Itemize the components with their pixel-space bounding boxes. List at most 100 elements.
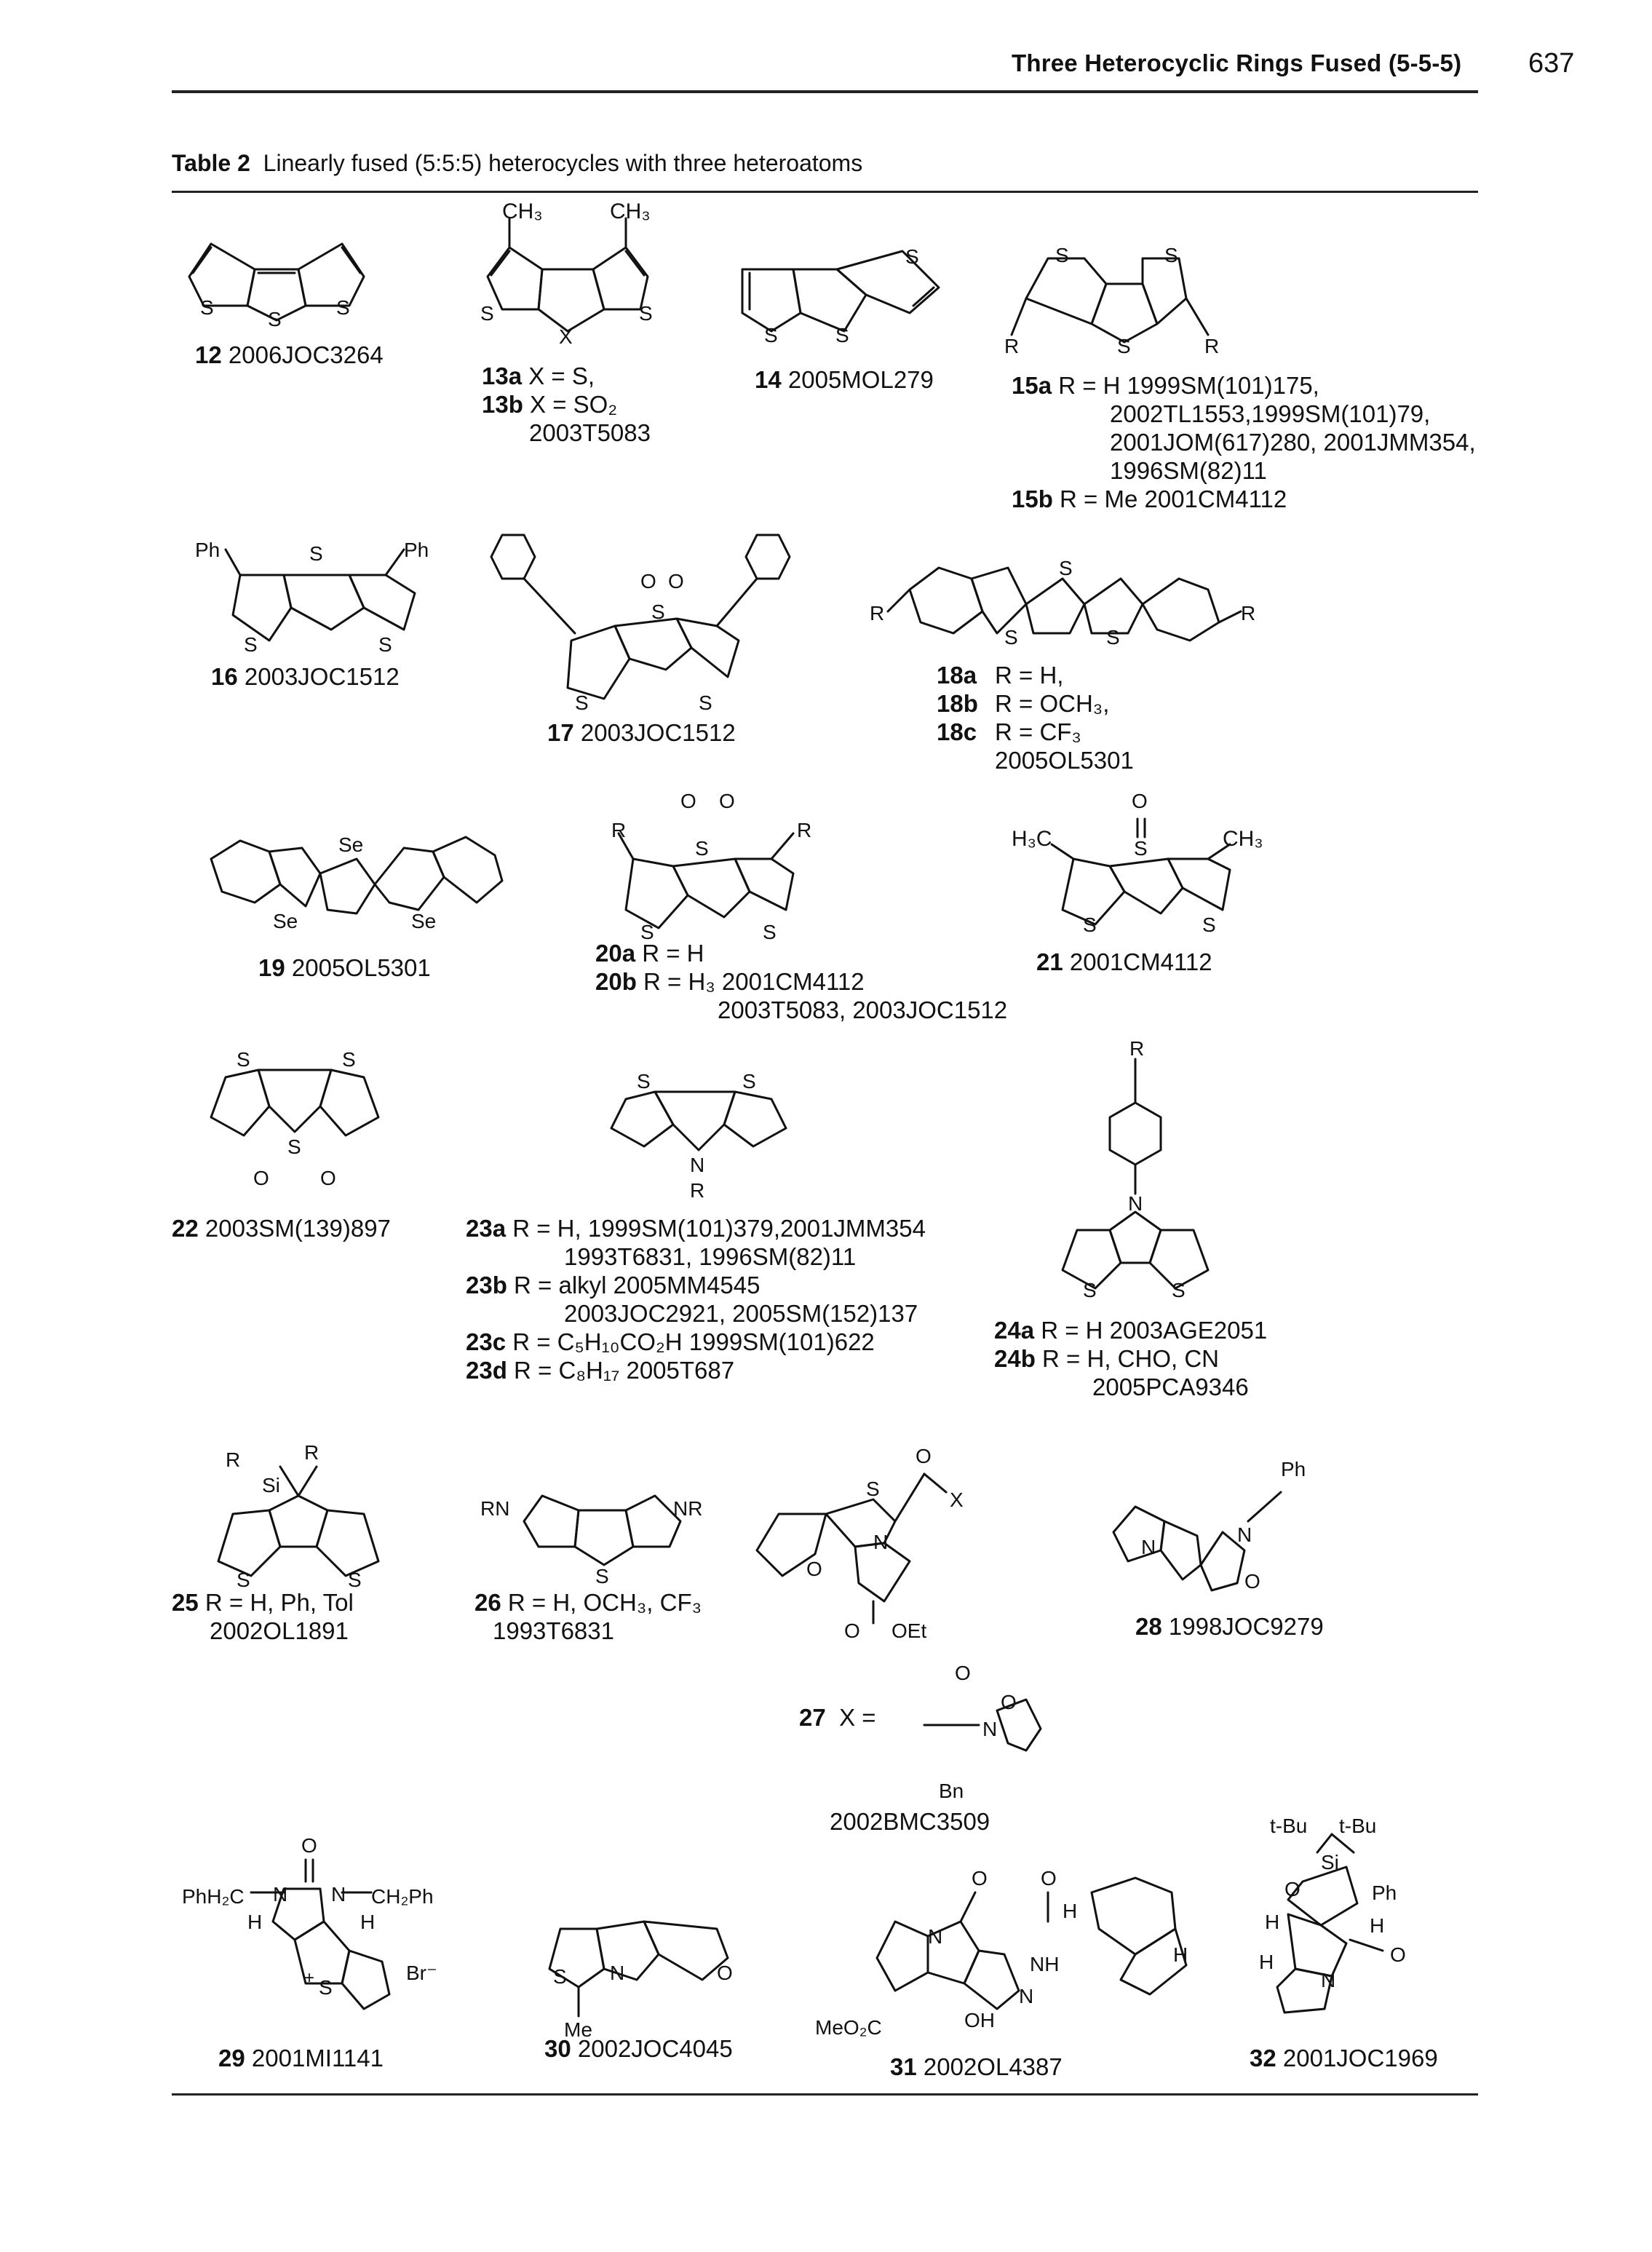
atom-plus: + [304, 1968, 314, 1988]
atom-o: O [1244, 1570, 1260, 1593]
atom-r: R [1004, 335, 1019, 357]
reference: 2001MI1141 [251, 2045, 384, 2071]
compound-number: 18a [937, 662, 977, 689]
atom-o: O [1001, 1691, 1017, 1713]
atom-o: O [668, 570, 684, 592]
atom-si: Si [1321, 1851, 1339, 1874]
reference: 2002OL1891 [210, 1617, 349, 1644]
structure-29 [250, 1858, 391, 2010]
substituent: R = H₃ 2001CM4112 [643, 968, 865, 995]
reference: 2003JOC2921, 2005SM(152)137 [564, 1300, 918, 1327]
atom-n: N [610, 1962, 624, 1984]
reference: 2005OL5301 [995, 747, 1134, 774]
structure-23 [610, 1090, 787, 1151]
atom-o: O [301, 1834, 317, 1857]
atom-n: N [1019, 1985, 1033, 2007]
atom-s: S [348, 1569, 362, 1591]
atom-n: N [982, 1718, 997, 1740]
reference: 2001CM4112 [1069, 948, 1212, 975]
table-top-rule [172, 191, 1478, 193]
atom-o: O [1284, 1878, 1300, 1900]
structure-30 [548, 1920, 729, 2018]
structure-31 [875, 1876, 1188, 2010]
label-13: 13a X = S, 13b X = SO₂ 2003T5083 [482, 362, 651, 447]
compound-number: 19 [258, 954, 285, 981]
structure-drawings: S S S CH₃ CH₃ S X S S S S S S S R R [182, 199, 1406, 2041]
substituent: R = OCH₃, [995, 690, 1110, 717]
substituent: R = C₈H₁₇ 2005T687 [514, 1357, 735, 1384]
atom-s: S [695, 837, 709, 860]
substituent: R = H [642, 940, 704, 967]
atom-o: O [916, 1445, 932, 1467]
reference: 2002TL1553,1999SM(101)79, [1110, 400, 1431, 427]
structure-15 [1010, 257, 1210, 344]
compound-number: 12 [195, 341, 222, 368]
atom-r: R [1204, 335, 1219, 357]
atom-s: S [268, 308, 282, 330]
atom-s: S [640, 921, 654, 943]
substituent: R = H, 1999SM(101)379,2001JMM354 [512, 1215, 926, 1242]
compound-number: 15a [1012, 372, 1052, 399]
atom-s: S [575, 691, 589, 714]
reference: 1998JOC9279 [1168, 1613, 1324, 1640]
atom-h: H [1063, 1900, 1077, 1922]
reference: 2003SM(139)897 [204, 1215, 391, 1242]
compound-number: 24b [994, 1345, 1036, 1372]
label-31: 31 2002OL4387 [890, 2053, 1063, 2081]
atom-ch3: CH₃ [610, 199, 651, 223]
atom-h3c: H₃C [1012, 827, 1052, 851]
atom-ch3: CH₃ [502, 199, 543, 223]
atom-ph: Ph [1281, 1458, 1306, 1480]
compound-number: 15b [1012, 485, 1053, 512]
atom-r: R [611, 819, 626, 841]
structure-13 [486, 217, 649, 333]
substituent: X = S, [528, 362, 595, 389]
compound-number: 22 [172, 1215, 199, 1242]
compound-number: 25 [172, 1589, 199, 1616]
substituent: R = H, CHO, CN [1042, 1345, 1219, 1372]
atom-ch2ph: CH₂Ph [371, 1885, 434, 1908]
substituent: R = H, Ph, Tol [204, 1589, 354, 1616]
atom-se: Se [273, 910, 298, 932]
atom-x: X [950, 1488, 964, 1511]
structure-24 [1061, 1058, 1210, 1290]
atom-tbu: t-Bu [1339, 1815, 1376, 1837]
atom-oh: OH [964, 2009, 995, 2031]
atom-s: S [1059, 557, 1073, 579]
atom-o: O [955, 1662, 971, 1684]
atom-s: S [699, 691, 712, 714]
compound-number: 18c [937, 718, 977, 745]
atom-s: S [309, 542, 323, 565]
label-15: 15a R = H 1999SM(101)175, 2002TL1553,199… [1012, 371, 1476, 513]
label-21: 21 2001CM4112 [1036, 948, 1212, 976]
atom-o: O [717, 1962, 733, 1984]
substituent: R = H 1999SM(101)175, [1058, 372, 1319, 399]
label-29: 29 2001MI1141 [218, 2044, 384, 2072]
atom-s: S [1055, 244, 1069, 266]
atom-se: Se [411, 910, 436, 932]
table-caption-label: Table 2 [172, 150, 250, 176]
running-header-title: Three Heterocyclic Rings Fused (5-5-5) [1012, 49, 1462, 76]
compound-number: 17 [547, 719, 574, 746]
atom-s: S [553, 1965, 567, 1988]
atom-s: S [866, 1478, 880, 1500]
atom-r: R [1129, 1037, 1144, 1060]
structure-21 [1050, 817, 1231, 926]
label-23: 23a R = H, 1999SM(101)379,2001JMM354 199… [466, 1214, 926, 1384]
atom-n: N [928, 1925, 942, 1948]
compound-number: 16 [211, 663, 238, 690]
atom-s: S [342, 1048, 356, 1071]
label-25: 25 R = H, Ph, Tol 2002OL1891 [172, 1588, 354, 1645]
compound-number: 13a [482, 362, 523, 389]
structure-18 [886, 566, 1242, 642]
compound-number: 29 [218, 2045, 245, 2071]
reference: 2002BMC3509 [830, 1808, 990, 1835]
reference: 2001JOM(617)280, 2001JMM354, [1110, 429, 1476, 456]
structure-16 [224, 548, 416, 642]
atom-s: S [336, 296, 350, 319]
reference: 2002OL4387 [923, 2053, 1063, 2080]
structure-26 [523, 1494, 682, 1566]
atom-o: O [972, 1867, 988, 1890]
atom-me: Me [564, 2018, 592, 2041]
atom-s: S [244, 633, 258, 656]
